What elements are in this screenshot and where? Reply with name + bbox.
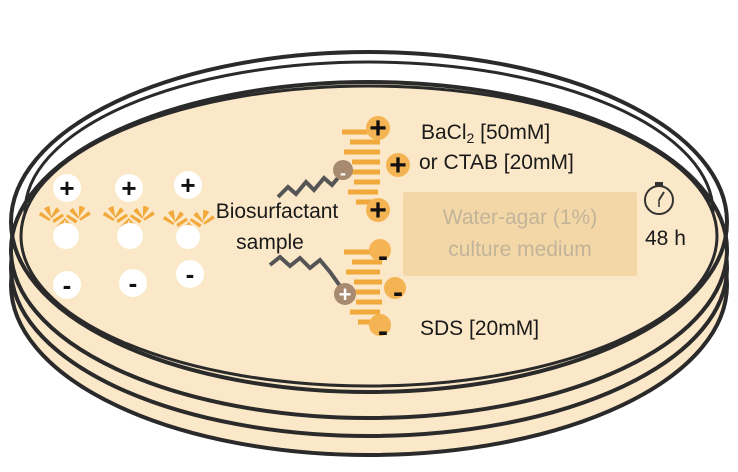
- ctab-label: or CTAB [20mM]: [419, 151, 574, 174]
- well-3: [162, 210, 216, 249]
- striped-complex-upper: [342, 129, 380, 205]
- cation-head-3: [366, 198, 390, 222]
- plus-charge-1: [53, 174, 81, 202]
- time-label: 48 h: [645, 227, 686, 250]
- minus-symbol-3: -: [186, 259, 195, 289]
- sds-head-3: [369, 314, 391, 336]
- bacl2-label: BaCl2 [50mM]: [421, 120, 550, 151]
- well-1: [38, 206, 92, 249]
- sds-head-1: [369, 239, 391, 261]
- head-minus-upper: -: [340, 163, 346, 183]
- cation-plus-3: +: [369, 194, 387, 227]
- cation-plus-1: +: [369, 112, 387, 145]
- minus-charge-1: [53, 271, 81, 299]
- sds-minus-1: -: [378, 240, 388, 273]
- head-plus-lower: +: [339, 282, 352, 307]
- sample-label: sample: [236, 231, 304, 254]
- plus-symbol-3: +: [180, 170, 195, 200]
- plus-symbol-2: +: [121, 173, 136, 203]
- minus-symbol-1: -: [63, 270, 72, 300]
- plus-charge-2: [115, 174, 143, 202]
- cation-head-1: [366, 116, 390, 140]
- stopwatch-icon: [644, 182, 674, 215]
- dish-lid-outer: [9, 50, 729, 394]
- plus-charge-3: [174, 171, 202, 199]
- sds-minus-2: -: [393, 276, 403, 309]
- medium-label-line1: Water-agar (1%): [442, 206, 598, 229]
- biosurfactant-molecule-lower: [268, 254, 356, 305]
- culture-medium-box: [403, 192, 637, 276]
- medium-label-line2: culture medium: [448, 238, 592, 261]
- bacl2-prefix: BaCl: [421, 121, 467, 144]
- plus-symbol-1: +: [59, 173, 74, 203]
- bacl2-subscript: 2: [466, 130, 475, 146]
- cation-plus-2: +: [389, 149, 407, 182]
- sds-head-2: [384, 277, 406, 299]
- minus-charge-2: [119, 269, 147, 297]
- biosurfactant-molecule-upper: [276, 160, 353, 199]
- biosurfactant-label: Biosurfactant: [215, 200, 339, 223]
- sds-label: SDS [20mM]: [420, 317, 540, 340]
- minus-symbol-2: -: [129, 268, 138, 298]
- well-2: [102, 206, 156, 249]
- cation-head-2: [386, 153, 410, 177]
- agar-surface: [19, 84, 719, 388]
- sds-minus-3: -: [378, 315, 388, 348]
- striped-complex-lower: [344, 249, 382, 325]
- bacl2-suffix: [50mM]: [474, 121, 551, 144]
- minus-charge-3: [176, 260, 204, 288]
